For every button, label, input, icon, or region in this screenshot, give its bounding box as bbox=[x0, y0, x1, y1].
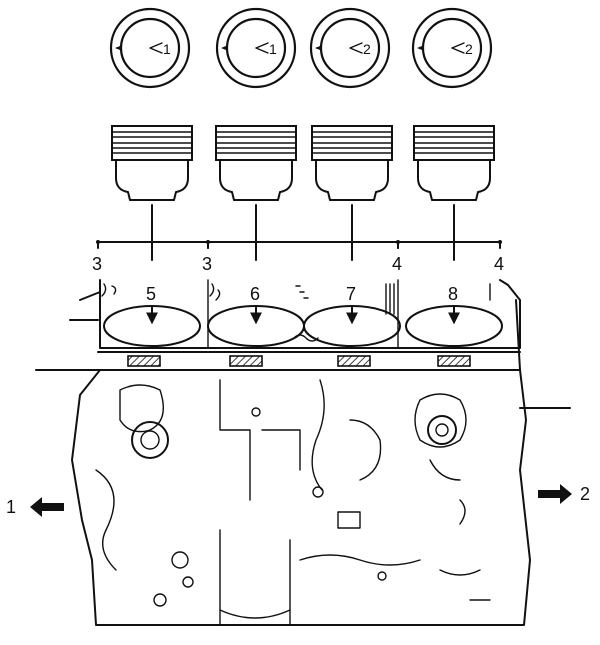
piston-mark-4: 2 bbox=[465, 41, 473, 57]
cylinder-label-5: 5 bbox=[146, 284, 156, 304]
cylinder-8: 8 bbox=[448, 284, 460, 325]
bracket-right-bank bbox=[207, 240, 502, 249]
connecting-rod-pad-6 bbox=[229, 355, 263, 367]
engine-block bbox=[35, 279, 571, 626]
front-arrow-icon bbox=[149, 42, 163, 54]
piston-side-view-3 bbox=[311, 125, 393, 261]
callout-left: 1 bbox=[6, 497, 64, 517]
callout-label-1: 1 bbox=[6, 497, 16, 517]
connecting-rod-pad-8 bbox=[437, 355, 471, 367]
piston-side-view-1 bbox=[111, 125, 193, 261]
connecting-rod-pad-7 bbox=[337, 355, 371, 367]
cylinder-6: 6 bbox=[250, 284, 262, 325]
piston-side-view-4 bbox=[413, 125, 495, 261]
piston-notch-icon bbox=[221, 46, 226, 50]
piston-mark-1: 1 bbox=[163, 41, 171, 57]
callout-right: 2 bbox=[538, 484, 590, 504]
front-arrow-icon bbox=[349, 42, 363, 54]
bank-label-3-right: 3 bbox=[202, 254, 212, 274]
bank-label-4-left: 4 bbox=[392, 254, 402, 274]
right-arrow-icon bbox=[538, 484, 572, 504]
piston-top-view-3: 2 bbox=[309, 7, 391, 89]
cylinder-label-8: 8 bbox=[448, 284, 458, 304]
piston-top-view-4: 2 bbox=[411, 7, 493, 89]
bank-label-3-left: 3 bbox=[92, 254, 102, 274]
front-arrow-icon bbox=[451, 42, 465, 54]
piston-top-view-2: 1 bbox=[215, 7, 297, 89]
cylinder-label-6: 6 bbox=[250, 284, 260, 304]
cylinder-label-7: 7 bbox=[346, 284, 356, 304]
piston-mark-2: 1 bbox=[269, 41, 277, 57]
cylinder-5: 5 bbox=[146, 284, 158, 325]
bank-label-4-right: 4 bbox=[494, 254, 504, 274]
piston-notch-icon bbox=[315, 46, 320, 50]
front-arrow-icon bbox=[255, 42, 269, 54]
piston-notch-icon bbox=[417, 46, 422, 50]
connecting-rod-pad-5 bbox=[127, 355, 161, 367]
piston-mark-3: 2 bbox=[363, 41, 371, 57]
piston-notch-icon bbox=[115, 46, 120, 50]
callout-label-2: 2 bbox=[580, 484, 590, 504]
cylinder-7: 7 bbox=[346, 284, 358, 325]
piston-side-view-2 bbox=[215, 125, 297, 261]
piston-top-view-1: 1 bbox=[109, 7, 191, 89]
left-arrow-icon bbox=[30, 497, 64, 517]
